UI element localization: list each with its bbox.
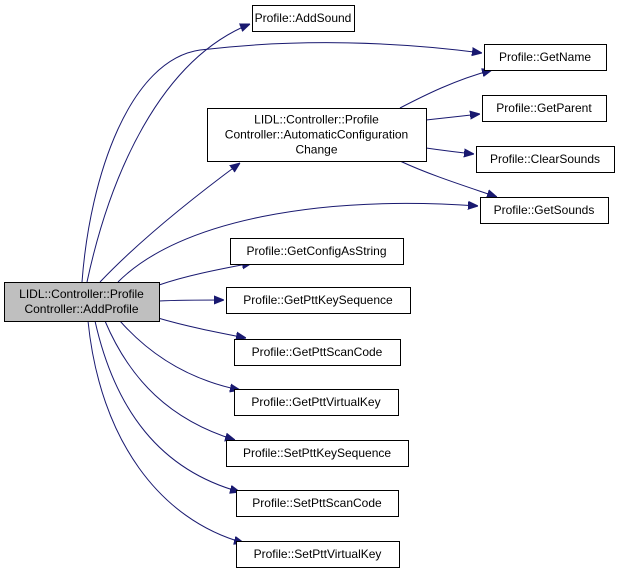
- node-box: [226, 440, 409, 467]
- node-box: [207, 108, 427, 162]
- node-box: [252, 5, 355, 32]
- node-set-ptt-key-sequence[interactable]: Profile::SetPttKeySequence: [226, 440, 409, 467]
- node-label-line: Controller::AddProfile: [24, 302, 138, 316]
- node-set-ptt-virtual-key[interactable]: Profile::SetPttVirtualKey: [236, 541, 400, 568]
- edge-root-to-get-config-as-string: [158, 263, 252, 286]
- node-get-config-as-string[interactable]: Profile::GetConfigAsString: [230, 238, 404, 265]
- node-label-line: Profile::SetPttScanCode: [252, 496, 382, 510]
- node-get-ptt-scan-code[interactable]: Profile::GetPttScanCode: [234, 339, 401, 366]
- edge-auto-config-to-clear-sounds: [425, 147, 474, 154]
- node-box: [482, 95, 607, 122]
- node-label-line: Profile::GetPttScanCode: [252, 345, 383, 359]
- node-label-line: Profile::GetSounds: [494, 203, 595, 217]
- edge-root-to-add-sound: [86, 24, 250, 283]
- node-label-line: Profile::GetName: [499, 50, 591, 64]
- nodes-layer: LIDL::Controller::ProfileController::Add…: [4, 5, 615, 568]
- node-label-line: Profile::AddSound: [255, 11, 352, 25]
- node-get-ptt-key-sequence[interactable]: Profile::GetPttKeySequence: [226, 287, 411, 314]
- node-label-line: LIDL::Controller::Profile: [19, 287, 144, 301]
- node-label-line: Profile::GetPttVirtualKey: [251, 395, 380, 409]
- node-box: [234, 339, 401, 366]
- node-label-line: Profile::GetParent: [496, 101, 592, 115]
- edge-root-to-set-ptt-virtual-key: [87, 320, 244, 543]
- node-box: [236, 490, 399, 517]
- node-label-line: Profile::SetPttKeySequence: [243, 446, 391, 460]
- node-clear-sounds[interactable]: Profile::ClearSounds: [476, 146, 615, 173]
- node-get-ptt-virtual-key[interactable]: Profile::GetPttVirtualKey: [234, 389, 399, 416]
- node-box: [236, 541, 400, 568]
- node-set-ptt-scan-code[interactable]: Profile::SetPttScanCode: [236, 490, 399, 517]
- edges-layer: [81, 24, 497, 543]
- node-box: [480, 197, 609, 224]
- node-add-sound[interactable]: Profile::AddSound: [252, 5, 355, 32]
- node-box: [4, 282, 160, 322]
- edge-root-to-auto-config: [99, 163, 240, 283]
- node-label-line: Controller::AutomaticConfiguration: [225, 128, 408, 142]
- edge-root-to-set-ptt-key-sequence: [104, 320, 235, 440]
- edge-auto-config-to-get-parent: [425, 114, 480, 121]
- node-get-sounds[interactable]: Profile::GetSounds: [480, 197, 609, 224]
- node-auto-config[interactable]: LIDL::Controller::ProfileController::Aut…: [207, 108, 427, 162]
- node-label-line: Profile::GetConfigAsString: [246, 244, 386, 258]
- node-root[interactable]: LIDL::Controller::ProfileController::Add…: [4, 282, 160, 322]
- edge-auto-config-to-get-sounds: [399, 160, 497, 197]
- node-label-line: Profile::GetPttKeySequence: [243, 293, 393, 307]
- node-label-line: Change: [295, 143, 337, 157]
- edge-root-to-set-ptt-scan-code: [94, 320, 240, 492]
- node-get-name[interactable]: Profile::GetName: [484, 44, 607, 71]
- edge-root-to-get-name: [81, 42, 482, 283]
- node-box: [484, 44, 607, 71]
- edge-root-to-get-ptt-scan-code: [157, 317, 246, 338]
- node-label-line: Profile::SetPttVirtualKey: [254, 547, 382, 561]
- node-box: [234, 389, 399, 416]
- edge-auto-config-to-get-name: [399, 70, 492, 109]
- edge-root-to-get-ptt-virtual-key: [119, 320, 240, 390]
- edge-root-to-get-sounds: [117, 203, 478, 283]
- edge-root-to-get-ptt-key-sequence: [158, 300, 224, 301]
- node-get-parent[interactable]: Profile::GetParent: [482, 95, 607, 122]
- node-box: [230, 238, 404, 265]
- node-box: [476, 146, 615, 173]
- node-label-line: LIDL::Controller::Profile: [254, 113, 379, 127]
- node-label-line: Profile::ClearSounds: [490, 152, 600, 166]
- node-box: [226, 287, 411, 314]
